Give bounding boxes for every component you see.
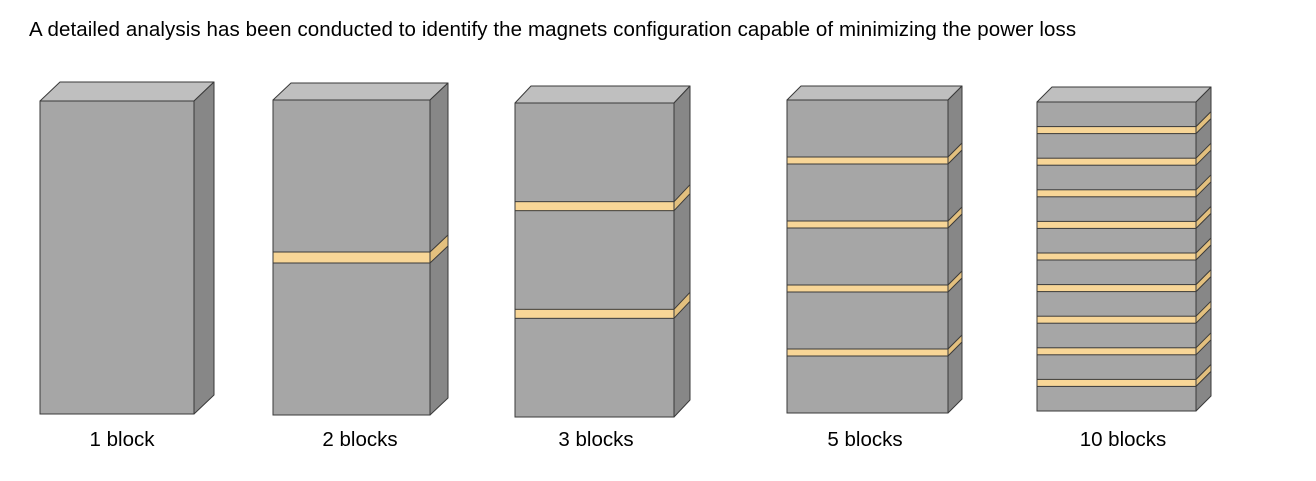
magnet-1-block-side-face xyxy=(193,81,215,415)
magnet-5-blocks-top-face xyxy=(786,85,963,101)
magnet-10-blocks-insulation-gap xyxy=(1036,347,1197,356)
magnet-5-blocks-front-face xyxy=(786,99,949,414)
magnet-2-blocks-top-face xyxy=(272,82,449,101)
magnet-10-blocks-insulation-gap-side xyxy=(1195,174,1212,198)
magnet-10-blocks-insulation-gap-side xyxy=(1195,205,1212,229)
page-title: A detailed analysis has been conducted t… xyxy=(29,18,1077,41)
magnet-5-blocks-insulation-gap xyxy=(786,348,949,357)
magnet-2-blocks-insulation-gap xyxy=(272,251,431,264)
magnet-10-blocks-insulation-gap xyxy=(1036,378,1197,387)
magnet-5-blocks-insulation-gap xyxy=(786,220,949,229)
magnet-10-blocks-insulation-gap xyxy=(1036,220,1197,229)
magnet-5-blocks-insulation-gap xyxy=(786,284,949,293)
magnet-5-blocks-insulation-gap xyxy=(786,156,949,165)
magnet-3-blocks-top-face xyxy=(514,85,691,104)
magnet-10-blocks-insulation-gap-side xyxy=(1195,363,1212,387)
magnet-1-block-top-face xyxy=(39,81,215,102)
magnet-10-blocks-insulation-gap-side xyxy=(1195,142,1212,166)
caption-3-blocks: 3 blocks xyxy=(558,428,634,451)
magnet-10-blocks-insulation-gap xyxy=(1036,252,1197,261)
magnet-5-blocks-insulation-gap-side xyxy=(947,142,963,165)
magnet-10-blocks-top-face xyxy=(1036,86,1212,103)
magnet-3-blocks-insulation-gap-side xyxy=(673,184,691,212)
magnet-10-blocks-insulation-gap-side xyxy=(1195,332,1212,356)
magnet-10-blocks-insulation-gap xyxy=(1036,157,1197,166)
magnet-3-blocks-insulation-gap xyxy=(514,308,675,319)
magnet-3-blocks-side-face xyxy=(673,85,691,418)
magnet-5-blocks-insulation-gap-side xyxy=(947,334,963,357)
magnet-5-blocks-insulation-gap-side xyxy=(947,270,963,293)
magnet-3-blocks-insulation-gap-side xyxy=(673,291,691,319)
magnet-10-blocks-insulation-gap xyxy=(1036,284,1197,293)
caption-1-block: 1 block xyxy=(89,428,155,451)
magnet-1-block-front-face xyxy=(39,100,195,415)
magnet-3-blocks-front-face xyxy=(514,102,675,418)
magnet-10-blocks-insulation-gap xyxy=(1036,189,1197,198)
magnet-3-blocks-insulation-gap xyxy=(514,201,675,212)
magnet-10-blocks-insulation-gap-side xyxy=(1195,300,1212,324)
magnet-2-blocks-insulation-gap-side xyxy=(429,234,449,264)
magnet-10-blocks-insulation-gap-side xyxy=(1195,269,1212,293)
magnet-5-blocks-side-face xyxy=(947,85,963,414)
magnet-10-blocks-insulation-gap-side xyxy=(1195,237,1212,261)
magnet-10-blocks-insulation-gap xyxy=(1036,315,1197,324)
caption-5-blocks: 5 blocks xyxy=(827,428,903,451)
caption-10-blocks: 10 blocks xyxy=(1079,428,1167,451)
caption-2-blocks: 2 blocks xyxy=(322,428,398,451)
magnet-10-blocks-insulation-gap xyxy=(1036,126,1197,135)
magnet-5-blocks-insulation-gap-side xyxy=(947,206,963,229)
magnet-10-blocks-insulation-gap-side xyxy=(1195,111,1212,135)
